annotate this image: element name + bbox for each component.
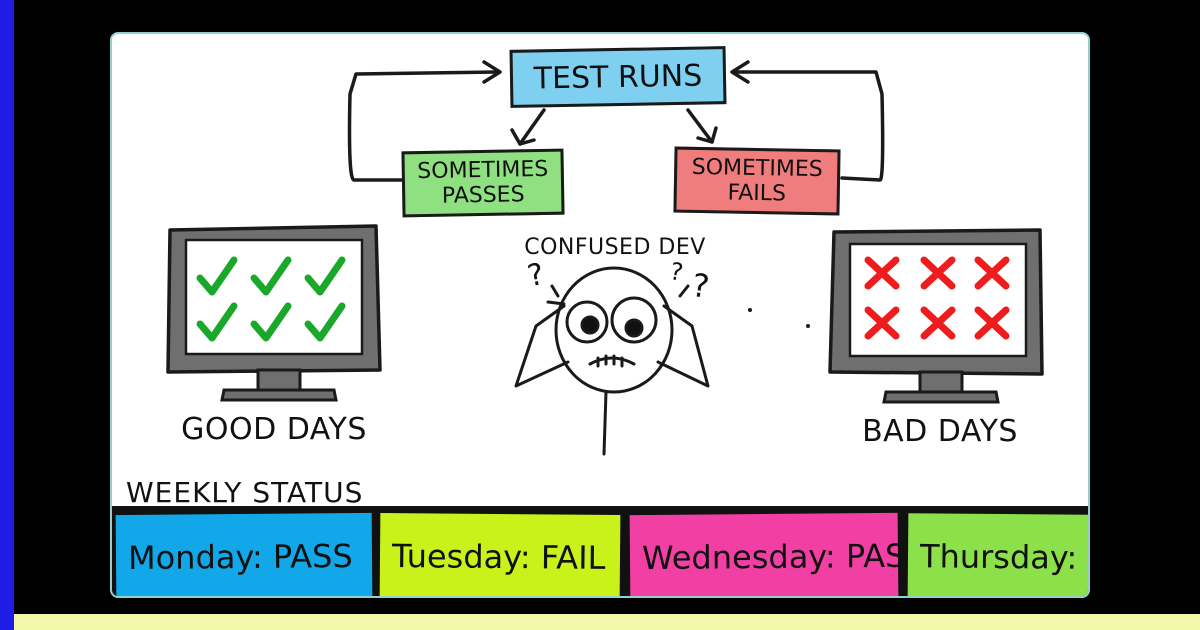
down-arrow-right <box>686 108 718 144</box>
good-days-monitor <box>166 224 382 402</box>
loop-arrow-left <box>347 60 502 182</box>
day-cell-wednesday: Wednesday: PASS <box>629 512 899 596</box>
sometimes-passes-line1: SOMETIMES <box>417 156 549 185</box>
loop-arrow-right <box>730 60 885 182</box>
bad-days-label: BAD DAYS <box>862 414 1018 449</box>
down-arrow-left <box>510 108 546 146</box>
confused-dev-label: CONFUSED DEV <box>524 235 706 260</box>
sometimes-fails-line1: SOMETIMES <box>691 154 823 183</box>
left-edge-bar <box>0 0 14 630</box>
good-days-label: GOOD DAYS <box>181 412 367 447</box>
sometimes-passes-box: SOMETIMES PASSES <box>401 148 565 218</box>
day-cell-monday: Monday: PASS <box>115 512 373 596</box>
bottom-strip <box>14 614 1200 630</box>
test-runs-label: TEST RUNS <box>533 58 703 96</box>
comic-panel: TEST RUNS SOMETIMES PASSES SOMETIMES FAI… <box>110 32 1090 598</box>
weekly-status-row: Monday: PASS Tuesday: FAIL Wednesday: PA… <box>112 506 1088 596</box>
comic-illustration <box>166 60 1044 456</box>
day-cell-tuesday: Tuesday: FAIL <box>379 512 621 596</box>
sometimes-fails-box: SOMETIMES FAILS <box>673 146 841 216</box>
day-cell-thursday: Thursday: F <box>907 513 1088 596</box>
weekly-status-title: WEEKLY STATUS <box>126 476 364 509</box>
sometimes-passes-line2: PASSES <box>441 182 525 209</box>
test-runs-box: TEST RUNS <box>509 46 727 108</box>
sometimes-fails-line2: FAILS <box>727 180 787 207</box>
cross-marks <box>864 256 1010 340</box>
dust-dots <box>748 308 810 328</box>
bad-days-monitor <box>828 228 1044 404</box>
check-marks <box>196 256 346 342</box>
confused-dev-figure <box>514 266 710 456</box>
